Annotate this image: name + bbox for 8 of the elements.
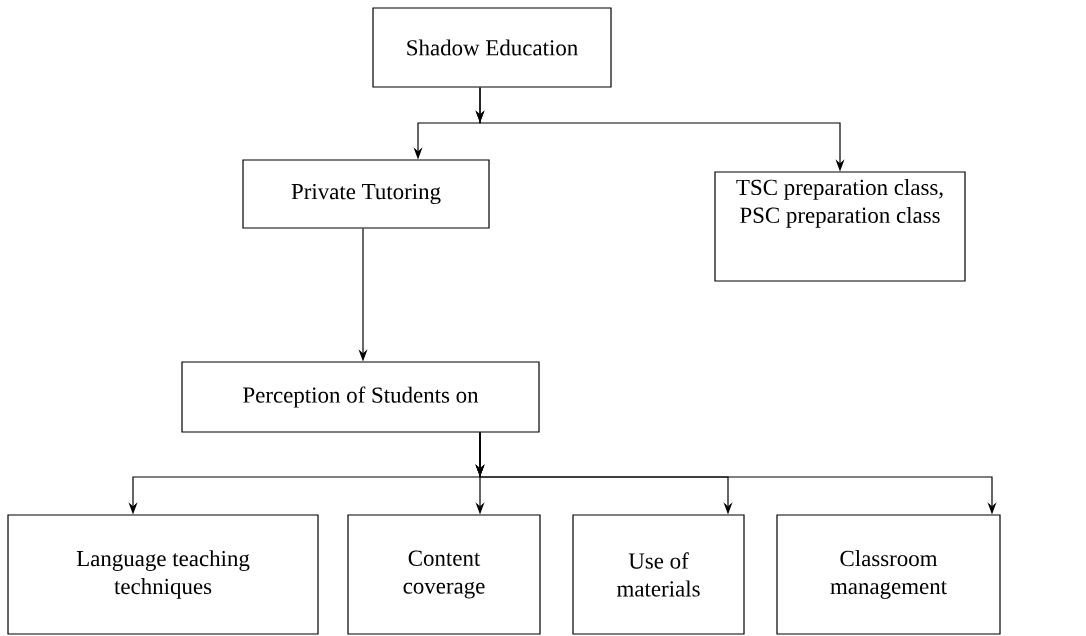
- process-box: Shadow Education: [372, 7, 612, 88]
- process-box: Content coverage: [347, 514, 541, 635]
- process-box: Classroom management: [776, 514, 1001, 635]
- process-box: Perception of Students on: [181, 361, 540, 433]
- process-box: TSC preparation class, PSC preparation class: [714, 171, 966, 282]
- process-box: Private Tutoring: [242, 159, 490, 229]
- process-box: Use of materials: [572, 514, 745, 635]
- process-box: Language teaching techniques: [7, 514, 319, 635]
